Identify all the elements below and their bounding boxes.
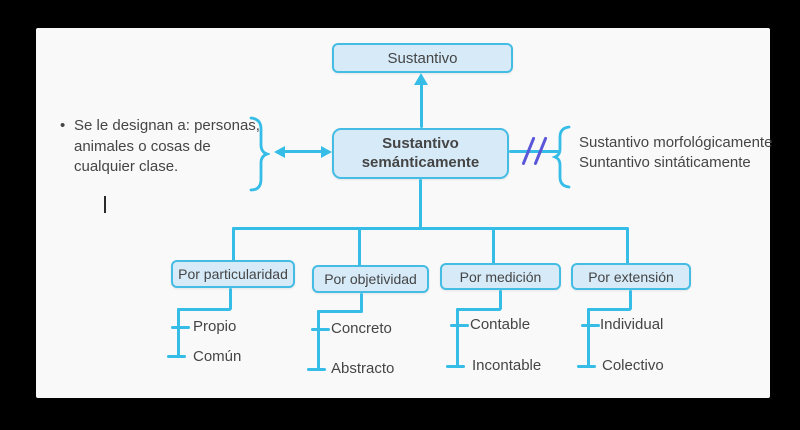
bracket-tick	[307, 368, 326, 371]
category-label: Por particularidad	[178, 266, 288, 282]
branch-drop-3	[492, 227, 495, 264]
bracket-top-2	[317, 310, 363, 313]
brace-close-icon	[249, 116, 270, 192]
bracket-drop-2	[360, 293, 363, 312]
category-label: Por medición	[459, 268, 542, 285]
center-label-line1: Sustantivo	[382, 134, 459, 152]
bracket-drop-3	[499, 290, 502, 310]
node-por-medicion[interactable]: Por medición	[440, 263, 561, 290]
bracket-stem-3	[456, 308, 459, 367]
bracket-top-1	[177, 308, 231, 311]
category-label: Por objetividad	[324, 271, 417, 287]
bracket-stem-2	[317, 310, 320, 370]
bracket-top-4	[587, 308, 631, 311]
bracket-stem-1	[177, 308, 180, 357]
bracket-tick	[450, 324, 469, 327]
bracket-tick	[167, 355, 186, 358]
leaf-abstracto[interactable]: Abstracto	[331, 360, 395, 377]
leaf-contable[interactable]: Contable	[470, 316, 531, 333]
leaf-comun[interactable]: Común	[193, 348, 242, 365]
node-center-label: Sustantivo semánticamente	[362, 135, 480, 173]
bullet-icon: •	[60, 117, 66, 134]
arrow-left-icon	[274, 146, 285, 158]
right-note-text[interactable]: Sustantivo morfológicamente Suntantivo s…	[579, 133, 772, 173]
leaf-incontable[interactable]: Incontable	[472, 357, 542, 374]
leaf-concreto[interactable]: Concreto	[331, 320, 392, 337]
node-por-extension[interactable]: Por extensión	[571, 263, 691, 290]
leaf-propio[interactable]: Propio	[193, 318, 237, 335]
connector-center-branch	[419, 179, 422, 229]
bracket-tick	[581, 324, 600, 327]
node-sustantivo-label: Sustantivo	[387, 49, 458, 67]
bracket-top-3	[456, 308, 501, 311]
diagram-canvas	[36, 28, 770, 398]
branch-drop-4	[626, 227, 629, 264]
brace-open-icon	[552, 125, 571, 189]
bracket-tick	[577, 365, 596, 368]
arrow-up-icon	[414, 73, 428, 85]
right-note-line2: Suntantivo sintáticamente	[579, 153, 751, 171]
bracket-drop-1	[229, 288, 232, 310]
left-note-text[interactable]: • Se le designan a: personas, animales o…	[60, 116, 274, 178]
branch-drop-2	[358, 227, 361, 266]
node-por-objetividad[interactable]: Por objetividad	[312, 265, 429, 293]
arrow-right-icon	[321, 146, 332, 158]
category-label: Por extensión	[588, 268, 674, 285]
leaf-individual[interactable]: Individual	[600, 316, 664, 333]
connector-root-center	[420, 84, 423, 128]
left-note-body: Se le designan a: personas, animales o c…	[74, 117, 260, 176]
node-sustantivo[interactable]: Sustantivo	[332, 43, 513, 73]
text-caret	[104, 196, 106, 213]
center-label-line2: semánticamente	[361, 153, 480, 171]
node-sustantivo-semanticamente[interactable]: Sustantivo semánticamente	[332, 128, 509, 179]
node-por-particularidad[interactable]: Por particularidad	[171, 260, 295, 288]
branch-drop-1	[232, 227, 235, 261]
branch-horizontal-line	[232, 227, 628, 230]
bracket-tick	[311, 328, 330, 331]
connector-center-rightnote	[509, 150, 559, 153]
connector-note-center	[284, 150, 322, 153]
right-note-line1: Sustantivo morfológicamente	[579, 134, 773, 151]
bracket-stem-4	[587, 308, 590, 367]
bracket-tick	[171, 326, 190, 329]
bracket-tick	[446, 365, 465, 368]
bracket-drop-4	[629, 290, 632, 310]
leaf-colectivo[interactable]: Colectivo	[602, 357, 664, 374]
